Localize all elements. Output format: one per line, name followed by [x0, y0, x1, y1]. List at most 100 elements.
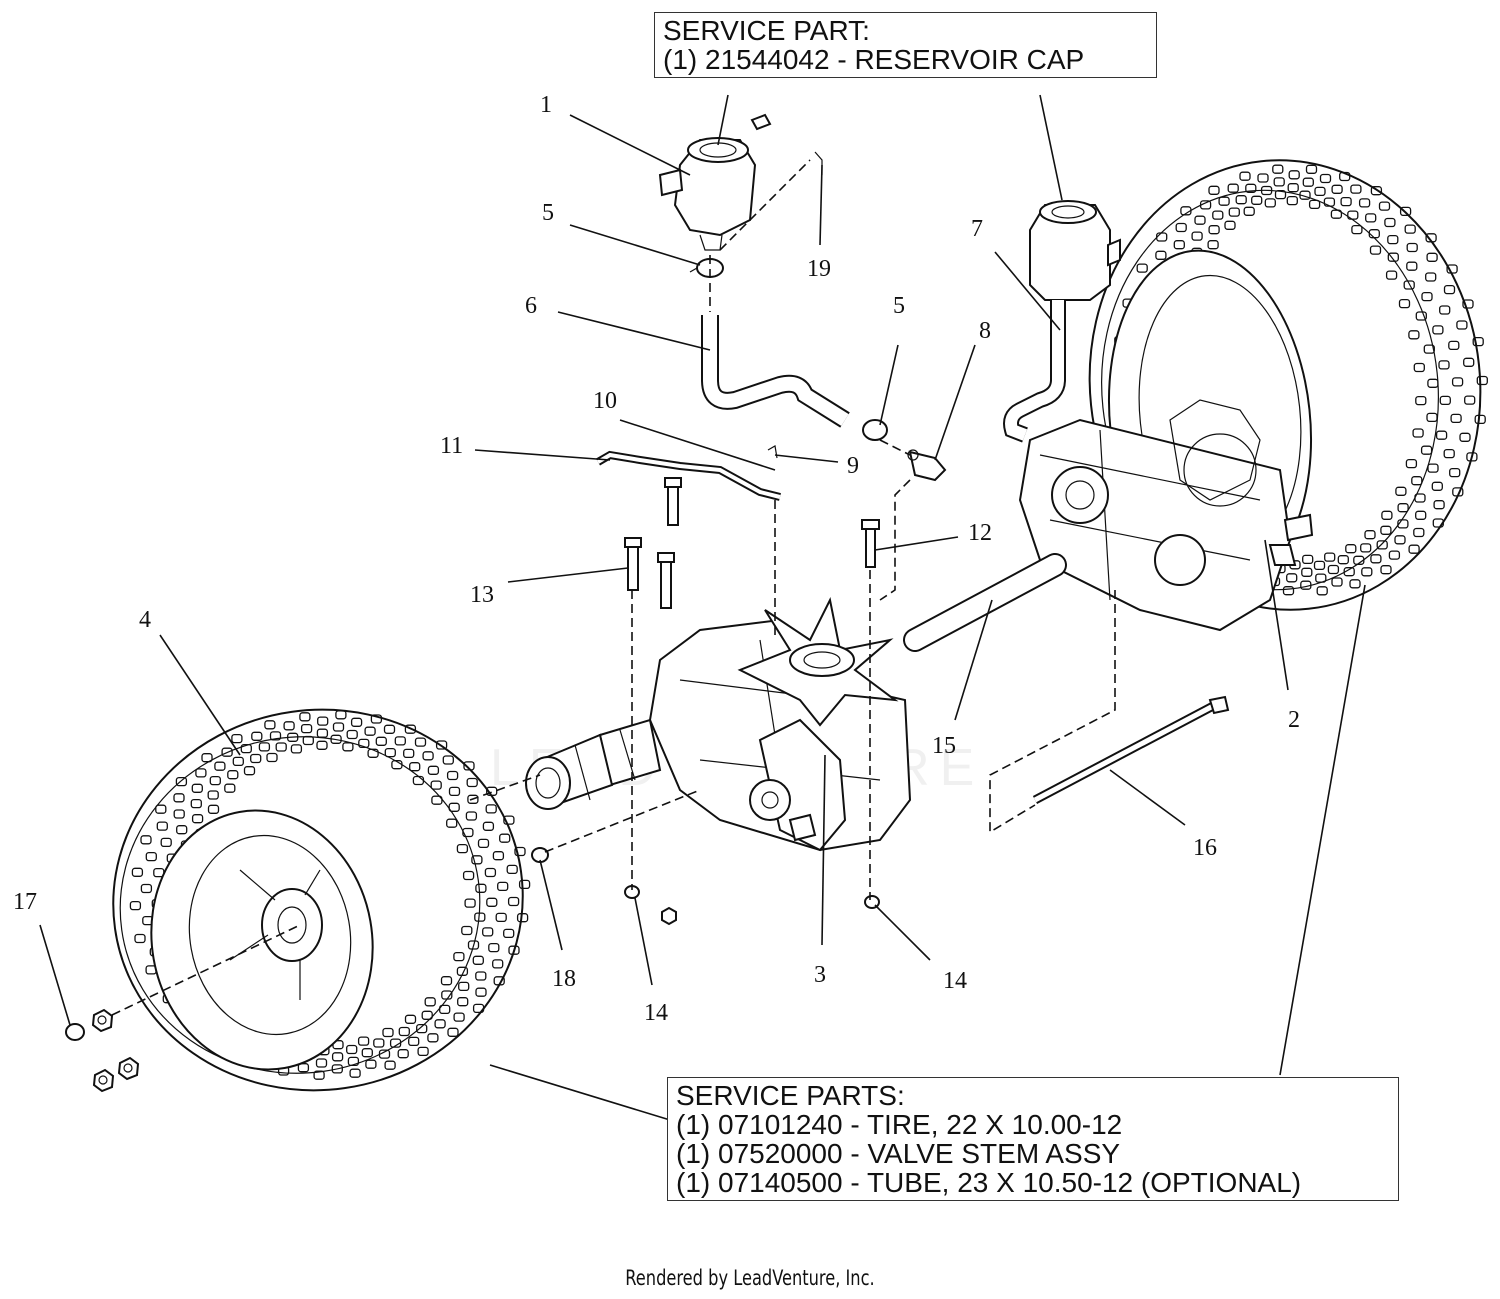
tread-block — [1413, 362, 1425, 373]
tread-block — [176, 825, 188, 835]
tread-block — [492, 959, 504, 969]
callout-13[interactable]: 13 — [470, 582, 494, 608]
tread-block — [1136, 263, 1148, 273]
tread-block — [258, 742, 271, 752]
tread-block — [439, 1004, 451, 1015]
tread-block — [1466, 452, 1478, 462]
tread-block — [384, 747, 396, 758]
reservoir-cap-service-box: SERVICE PART: (1) 21544042 - RESERVOIR C… — [654, 12, 1157, 78]
tread-block — [129, 900, 142, 911]
tread-block — [156, 821, 168, 831]
callout-8[interactable]: 8 — [979, 318, 991, 344]
tread-block — [1358, 198, 1371, 208]
tread-block — [1350, 184, 1362, 194]
tread-block — [467, 940, 480, 950]
tread-block — [1235, 195, 1247, 205]
nut-group — [531, 847, 880, 926]
tread-block — [1339, 171, 1351, 182]
tread-block — [434, 1019, 446, 1029]
tread-block — [250, 753, 262, 764]
tread-block — [403, 748, 415, 759]
tread-block — [350, 717, 363, 727]
callout-4[interactable]: 4 — [139, 607, 151, 633]
tread-block — [335, 710, 347, 720]
axle-tube[interactable] — [903, 553, 1067, 652]
tread-block — [221, 747, 233, 757]
tread-block — [1399, 206, 1412, 217]
tread-block — [1156, 232, 1168, 242]
callout-18[interactable]: 18 — [552, 966, 576, 992]
tread-block — [155, 804, 167, 814]
callout-5a[interactable]: 5 — [542, 200, 554, 226]
callout-17[interactable]: 17 — [13, 889, 37, 915]
tread-block — [195, 768, 207, 778]
callout-14a[interactable]: 14 — [644, 1000, 668, 1026]
callout-1[interactable]: 1 — [540, 92, 552, 118]
tread-block — [342, 742, 354, 752]
tread-block — [472, 955, 484, 965]
tread-block — [1207, 240, 1219, 250]
callout-9[interactable]: 9 — [847, 453, 859, 479]
tread-block — [361, 1048, 373, 1058]
tread-block — [145, 851, 157, 862]
callout-16[interactable]: 16 — [1193, 835, 1217, 861]
tread-block — [1387, 234, 1399, 245]
tread-block — [1439, 395, 1451, 406]
callout-5b[interactable]: 5 — [893, 293, 905, 319]
tread-block — [201, 753, 213, 763]
tread-block — [346, 1044, 358, 1055]
tread-block — [1360, 543, 1372, 553]
tread-block — [466, 777, 478, 788]
tread-block — [1175, 222, 1187, 233]
callout-19[interactable]: 19 — [807, 256, 831, 282]
tread-block — [391, 760, 403, 770]
callout-7[interactable]: 7 — [971, 216, 983, 242]
long-bolt[interactable] — [1032, 695, 1230, 804]
tread-block — [384, 1060, 396, 1070]
hose-clamp-lower — [862, 419, 888, 441]
right-reservoir[interactable] — [1029, 200, 1121, 301]
tread-block — [1257, 173, 1269, 183]
tread-block — [1415, 395, 1427, 406]
callout-12[interactable]: 12 — [968, 520, 992, 546]
tread-block — [1313, 560, 1326, 571]
tread-block — [1443, 284, 1456, 295]
callout-3[interactable]: 3 — [814, 962, 826, 988]
tread-block — [1450, 413, 1462, 424]
tread-block — [317, 716, 329, 726]
tread-block — [471, 855, 483, 865]
tread-block — [287, 732, 299, 742]
tread-block — [477, 838, 490, 849]
tread-block — [1282, 586, 1295, 596]
tread-block — [1476, 375, 1488, 386]
callout-14b[interactable]: 14 — [943, 968, 967, 994]
tread-block — [382, 1027, 394, 1038]
callout-11[interactable]: 11 — [440, 433, 463, 459]
tread-block — [1394, 535, 1406, 545]
tread-block — [1452, 487, 1464, 497]
tread-block — [461, 925, 473, 936]
tread-block — [364, 726, 376, 736]
tread-block — [227, 770, 239, 780]
tread-block — [442, 755, 454, 765]
tread-block — [375, 736, 387, 746]
tread-block — [1378, 201, 1391, 211]
right-transaxle[interactable] — [1018, 399, 1314, 632]
callout-10[interactable]: 10 — [593, 388, 617, 414]
callout-15[interactable]: 15 — [932, 733, 956, 759]
tread-block — [394, 736, 406, 746]
tread-block — [1330, 209, 1343, 219]
reservoir-tank[interactable] — [658, 137, 757, 251]
tread-block — [486, 897, 498, 907]
hairpin-clip — [767, 445, 778, 459]
tread-block — [475, 987, 487, 997]
callout-2[interactable]: 2 — [1288, 707, 1300, 733]
callout-6[interactable]: 6 — [525, 293, 537, 319]
tread-block — [446, 770, 459, 781]
tread-block — [1301, 567, 1313, 577]
bypass-rod[interactable] — [595, 450, 781, 501]
hose-fitting — [907, 449, 947, 482]
tread-block — [1315, 573, 1327, 583]
tread-block — [1155, 250, 1167, 260]
tread-block — [191, 814, 204, 824]
